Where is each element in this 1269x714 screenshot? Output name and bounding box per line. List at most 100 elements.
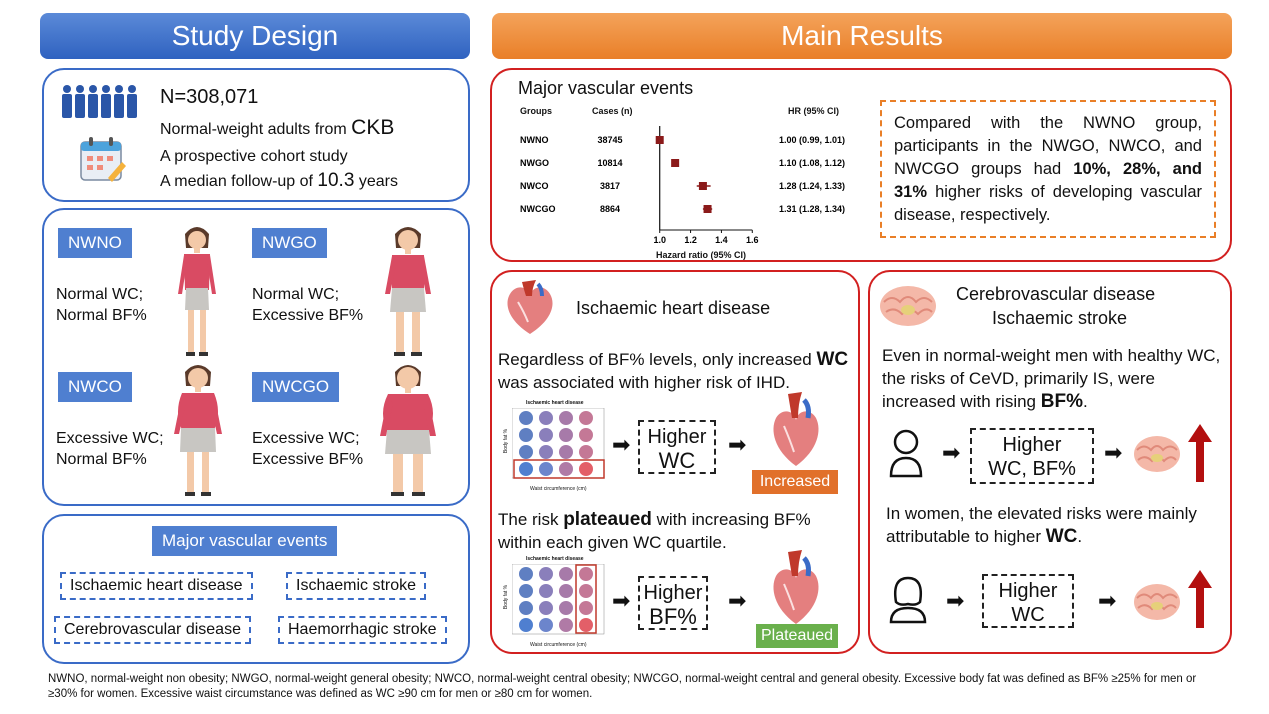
- forest-row-hr: 1.28 (1.24, 1.33): [779, 181, 845, 191]
- forest-row-group: NWCO: [520, 181, 549, 191]
- ihd-text-1: Regardless of BF% levels, only increased…: [498, 348, 854, 394]
- forest-point: [698, 182, 707, 190]
- group-desc-nwcgo: Excessive WC; Excessive BF%: [252, 428, 363, 470]
- summary-text: Compared with the NWNO group, participan…: [894, 114, 1202, 178]
- ihd-text-1c: was associated with higher risk of IHD.: [498, 373, 790, 392]
- cohort-box: N=308,071 Normal-weight adults from CKB …: [42, 68, 470, 202]
- ihd-mini-xlabel-2: Waist circumference (cm): [530, 642, 587, 648]
- group-desc-line: Excessive WC;: [252, 430, 360, 447]
- figure-nwno-icon: [178, 227, 216, 356]
- forest-row-hr: 1.31 (1.28, 1.34): [779, 204, 845, 214]
- study-design-header: Study Design: [40, 13, 470, 59]
- group-tag-nwgo: NWGO: [252, 228, 327, 258]
- cevd-higher-label: Higher: [998, 580, 1058, 602]
- forest-row-group: NWNO: [520, 135, 549, 145]
- arrow-right-icon: ➡: [728, 588, 747, 613]
- group-tag-nwcgo: NWCGO: [252, 372, 340, 402]
- design-line: A prospective cohort study: [160, 148, 348, 165]
- population-line: Normal-weight adults from CKB: [160, 116, 394, 140]
- brain-icon: [1134, 436, 1180, 472]
- group-tag-nwco: NWCO: [58, 372, 132, 402]
- group-desc-line: Excessive WC;: [56, 430, 164, 447]
- population-text: Normal-weight adults from: [160, 121, 352, 138]
- brain-icon: [880, 286, 936, 326]
- ihd-higher-label: Higher: [647, 426, 707, 448]
- ihd-text-2c: with increasing BF% within each given WC…: [498, 510, 811, 552]
- woman-icon: [889, 576, 927, 624]
- forest-row-cases: 10814: [597, 158, 622, 168]
- forest-point: [655, 136, 664, 144]
- heart-organ-icon: [773, 550, 819, 624]
- figure-nwco-icon: [174, 365, 222, 496]
- arrow-right-icon: ➡: [1098, 588, 1117, 613]
- cevd-higher-value: WC, BF%: [988, 458, 1076, 480]
- arrow-right-icon: ➡: [942, 440, 961, 465]
- ihd-text-2b: plateaued: [563, 509, 652, 530]
- forest-point: [703, 205, 712, 213]
- events-title: Major vascular events: [152, 526, 338, 556]
- cevd-text-1a: Even in normal-weight men with healthy W…: [882, 346, 1221, 411]
- sample-size: N=308,071: [160, 86, 259, 108]
- forest-col-hr: HR (95% CI): [788, 106, 840, 116]
- forest-xlabel: Hazard ratio (95% CI): [656, 250, 747, 260]
- cevd-text-2b: WC: [1045, 526, 1078, 547]
- followup-text: A median follow-up of: [160, 173, 318, 190]
- cevd-title-2: Ischaemic stroke: [992, 308, 1128, 328]
- groups-box: NWNO Normal WC;Normal BF% NWGO Normal WC…: [42, 208, 470, 506]
- ihd-mini-chart-2: Ischaemic heart disease Body fat % Waist…: [500, 556, 608, 648]
- forest-tick-label: 1.6: [746, 235, 759, 245]
- group-desc-nwgo: Normal WC; Excessive BF%: [252, 284, 363, 326]
- ihd-mini-ylabel-1: Body fat %: [503, 428, 510, 454]
- forest-row-group: NWGO: [520, 158, 549, 168]
- ihd-text-1b: WC: [816, 349, 849, 370]
- brain-icon: [1134, 584, 1180, 620]
- heart-organ-icon: [773, 392, 819, 466]
- ihd-dotgrid-2: [512, 564, 605, 635]
- events-box: Major vascular events Ischaemic heart di…: [42, 514, 470, 664]
- group-desc-line: Excessive BF%: [252, 451, 364, 468]
- arrow-right-icon: ➡: [612, 432, 631, 457]
- group-desc-line: Excessive BF%: [252, 307, 364, 324]
- group-desc-line: Normal BF%: [56, 307, 147, 324]
- forest-row-hr: 1.10 (1.08, 1.12): [779, 158, 845, 168]
- arrow-right-icon: ➡: [728, 432, 747, 457]
- ihd-mini-title-2: Ischaemic heart disease: [526, 556, 584, 562]
- forest-box: Major vascular events Groups Cases (n) H…: [490, 68, 1232, 262]
- up-arrow-icon: [1188, 570, 1212, 628]
- cevd-text-2c: .: [1077, 527, 1083, 546]
- event-cevd: Cerebrovascular disease: [54, 616, 251, 644]
- cevd-text-2: In women, the elevated risks were mainly…: [886, 502, 1226, 548]
- cevd-text-1c: .: [1082, 392, 1088, 411]
- ihd-higher-value: BF%: [649, 604, 697, 629]
- calendar-icon: [80, 137, 126, 182]
- group-desc-nwco: Excessive WC;Normal BF%: [56, 428, 164, 470]
- ihd-mini-ylabel-2: Body fat %: [503, 584, 510, 610]
- arrow-right-icon: ➡: [1104, 440, 1123, 465]
- group-desc-line: Normal WC;: [252, 286, 340, 303]
- event-ihd: Ischaemic heart disease: [60, 572, 253, 600]
- cevd-box: Cerebrovascular disease Ischaemic stroke…: [868, 270, 1232, 654]
- ihd-dotgrid-1: [512, 408, 605, 479]
- ihd-mini-xlabel-1: Waist circumference (cm): [530, 486, 587, 492]
- forest-row-cases: 3817: [600, 181, 620, 191]
- cevd-text-1b: BF%: [1040, 391, 1083, 412]
- man-icon: [889, 429, 923, 478]
- ihd-box: Ischaemic heart disease Regardless of BF…: [490, 270, 860, 654]
- followup-years: 10.3: [317, 170, 355, 191]
- ihd-title: Ischaemic heart disease: [576, 298, 771, 318]
- ihd-text-2a: The risk: [498, 510, 564, 529]
- forest-row-cases: 8864: [600, 204, 620, 214]
- ihd-text-1a: Regardless of BF% levels, only increased: [498, 350, 817, 369]
- forest-row-cases: 38745: [597, 135, 622, 145]
- event-hs: Haemorrhagic stroke: [278, 616, 447, 644]
- summary-text-end: higher risks of developing vascular dise…: [894, 183, 1202, 224]
- main-results-header: Main Results: [492, 13, 1232, 59]
- figure-nwcgo-icon: [380, 365, 436, 496]
- up-arrow-icon: [1188, 424, 1212, 482]
- forest-col-cases: Cases (n): [592, 106, 633, 116]
- group-desc-nwno: Normal WC;Normal BF%: [56, 284, 147, 326]
- cevd-text-1: Even in normal-weight men with healthy W…: [882, 344, 1226, 413]
